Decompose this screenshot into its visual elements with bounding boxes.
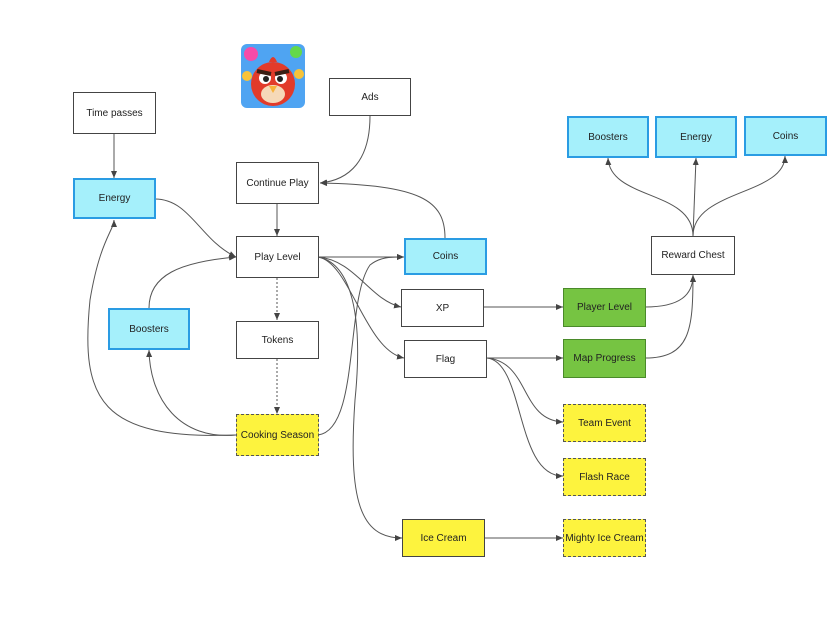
node-rc-coins: Coins — [744, 116, 827, 156]
node-time-passes: Time passes — [73, 92, 156, 134]
node-tokens: Tokens — [236, 321, 319, 359]
node-boosters: Boosters — [108, 308, 190, 350]
node-xp: XP — [401, 289, 484, 327]
node-rc-energy: Energy — [655, 116, 737, 158]
edge-cooking-energy — [87, 219, 237, 436]
edge-flag-team — [486, 357, 564, 425]
edge-coins-continue — [319, 180, 446, 239]
edge-chest-coins — [692, 155, 788, 237]
edge-flag-flash — [486, 357, 564, 479]
node-play-level: Play Level — [236, 236, 319, 278]
node-player-level: Player Level — [563, 288, 646, 327]
node-ice-cream: Ice Cream — [402, 519, 485, 557]
node-reward-chest: Reward Chest — [651, 236, 735, 275]
node-ads: Ads — [329, 78, 411, 116]
node-mighty-ice-cream: Mighty Ice Cream — [563, 519, 646, 557]
edge-cooking-coins — [317, 254, 405, 436]
node-flash-race: Flash Race — [563, 458, 646, 496]
edge-play-xp — [317, 256, 402, 309]
edge-player-chest — [644, 274, 696, 308]
edge-map-chest — [644, 274, 696, 359]
node-continue-play: Continue Play — [236, 162, 319, 204]
node-flag: Flag — [404, 340, 487, 378]
angry-bird-app-icon — [241, 44, 305, 108]
edge-play-flag — [317, 256, 405, 360]
edge-play-icecream — [317, 256, 403, 541]
edge-cooking-boosters — [146, 349, 237, 436]
edge-ads-continue — [319, 115, 371, 186]
node-cooking-season: Cooking Season — [236, 414, 319, 456]
edge-energy-play — [154, 198, 237, 258]
node-coins: Coins — [404, 238, 487, 275]
edge-chest-boosters — [605, 157, 694, 237]
edge-boosters-play — [148, 254, 237, 309]
node-team-event: Team Event — [563, 404, 646, 442]
node-map-progress: Map Progress — [563, 339, 646, 378]
edge-chest-energy — [692, 157, 699, 237]
node-rc-boosters: Boosters — [567, 116, 649, 158]
node-energy: Energy — [73, 178, 156, 219]
